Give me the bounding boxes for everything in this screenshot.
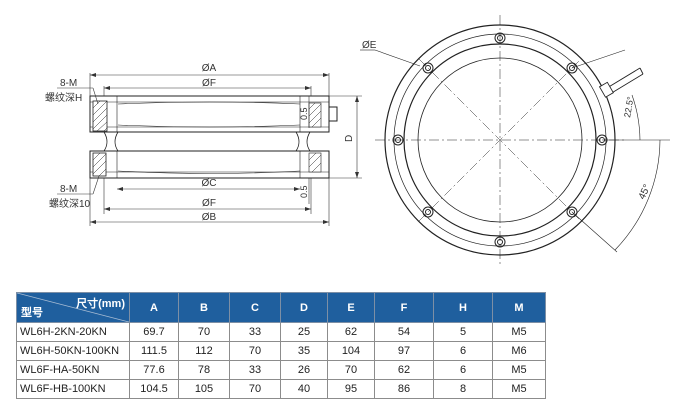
model-cell: WL6H-50KN-100KN — [16, 341, 130, 361]
value-cell: 26 — [280, 360, 328, 380]
value-cell: 70 — [229, 341, 281, 361]
thread-bottom-size: 8-M — [60, 184, 77, 195]
thread-top-depth: 螺纹深H — [45, 91, 82, 104]
value-cell: 33 — [229, 322, 281, 342]
dimension-table: 尺寸(mm) 型号 A B C D E F H M WL6H-2KN-20KN … — [16, 292, 546, 399]
top-view — [360, 15, 670, 265]
dim-label-e: ØE — [362, 40, 377, 51]
value-cell: 70 — [229, 379, 281, 399]
offset-bottom-label: 0.5 — [299, 185, 309, 198]
value-cell: 62 — [374, 360, 434, 380]
model-cell: WL6H-2KN-20KN — [16, 322, 130, 342]
value-cell: 112 — [178, 341, 230, 361]
value-cell: 70 — [178, 322, 230, 342]
cable-outlet — [598, 67, 644, 98]
value-cell: 105 — [178, 379, 230, 399]
col-header-e: E — [327, 292, 375, 323]
value-cell: 97 — [374, 341, 434, 361]
value-cell: 70 — [327, 360, 375, 380]
angle-45-label: 45° — [637, 183, 653, 201]
technical-drawing: ØA ØF ØC ØF ØB 8-M 螺纹深H 8-M 螺纹深10 0.5 0.… — [45, 15, 670, 265]
model-cell: WL6F-HB-100KN — [16, 379, 130, 399]
col-header-d: D — [280, 292, 328, 323]
side-view — [89, 95, 338, 179]
value-cell: M6 — [492, 341, 546, 361]
value-cell: 6 — [433, 341, 493, 361]
value-cell: M5 — [492, 379, 546, 399]
col-header-b: B — [178, 292, 230, 323]
value-cell: M5 — [492, 360, 546, 380]
table-row: WL6F-HA-50KN 77.6 78 33 26 70 62 6 M5 — [16, 360, 546, 380]
dim-label-f-bottom: ØF — [202, 198, 216, 209]
dim-label-a: ØA — [202, 63, 217, 74]
col-header-m: M — [492, 292, 546, 323]
value-cell: 8 — [433, 379, 493, 399]
side-dimensions — [57, 73, 362, 226]
value-cell: 77.6 — [129, 360, 179, 380]
value-cell: 104.5 — [129, 379, 179, 399]
col-header-a: A — [129, 292, 179, 323]
offset-top-label: 0.5 — [299, 107, 309, 120]
corner-diagonal — [17, 293, 129, 322]
value-cell: 104 — [327, 341, 375, 361]
upper-flange — [89, 95, 330, 133]
corner-model-label: 型号 — [21, 307, 43, 319]
value-cell: 33 — [229, 360, 281, 380]
thread-bottom-depth: 螺纹深10 — [49, 197, 91, 210]
table-row: WL6F-HB-100KN 104.5 105 70 40 95 86 8 M5 — [16, 379, 546, 399]
corner-size-label: 尺寸(mm) — [76, 298, 125, 310]
value-cell: 35 — [280, 341, 328, 361]
value-cell: M5 — [492, 322, 546, 342]
value-cell: 5 — [433, 322, 493, 342]
value-cell: 40 — [280, 379, 328, 399]
table-header-row: 尺寸(mm) 型号 A B C D E F H M — [16, 292, 546, 323]
table-row: WL6H-2KN-20KN 69.7 70 33 25 62 54 5 M5 — [16, 322, 546, 342]
value-cell: 54 — [374, 322, 434, 342]
value-cell: 78 — [178, 360, 230, 380]
lower-flange — [89, 150, 330, 179]
value-cell: 86 — [374, 379, 434, 399]
thread-top-size: 8-M — [60, 78, 77, 89]
value-cell: 95 — [327, 379, 375, 399]
angle-22-5-label: 22.5° — [622, 95, 636, 118]
dim-label-c: ØC — [202, 178, 217, 189]
bolt-holes — [392, 32, 608, 248]
dim-label-d: D — [344, 135, 355, 142]
value-cell: 111.5 — [129, 341, 179, 361]
value-cell: 6 — [433, 360, 493, 380]
value-cell: 25 — [280, 322, 328, 342]
col-header-h: H — [433, 292, 493, 323]
model-cell: WL6F-HA-50KN — [16, 360, 130, 380]
col-header-f: F — [374, 292, 434, 323]
dim-label-f-top: ØF — [202, 78, 216, 89]
table-corner-header: 尺寸(mm) 型号 — [16, 292, 130, 323]
table-row: WL6H-50KN-100KN 111.5 112 70 35 104 97 6… — [16, 341, 546, 361]
col-header-c: C — [229, 292, 281, 323]
value-cell: 62 — [327, 322, 375, 342]
value-cell: 69.7 — [129, 322, 179, 342]
dim-label-b: ØB — [202, 212, 217, 223]
